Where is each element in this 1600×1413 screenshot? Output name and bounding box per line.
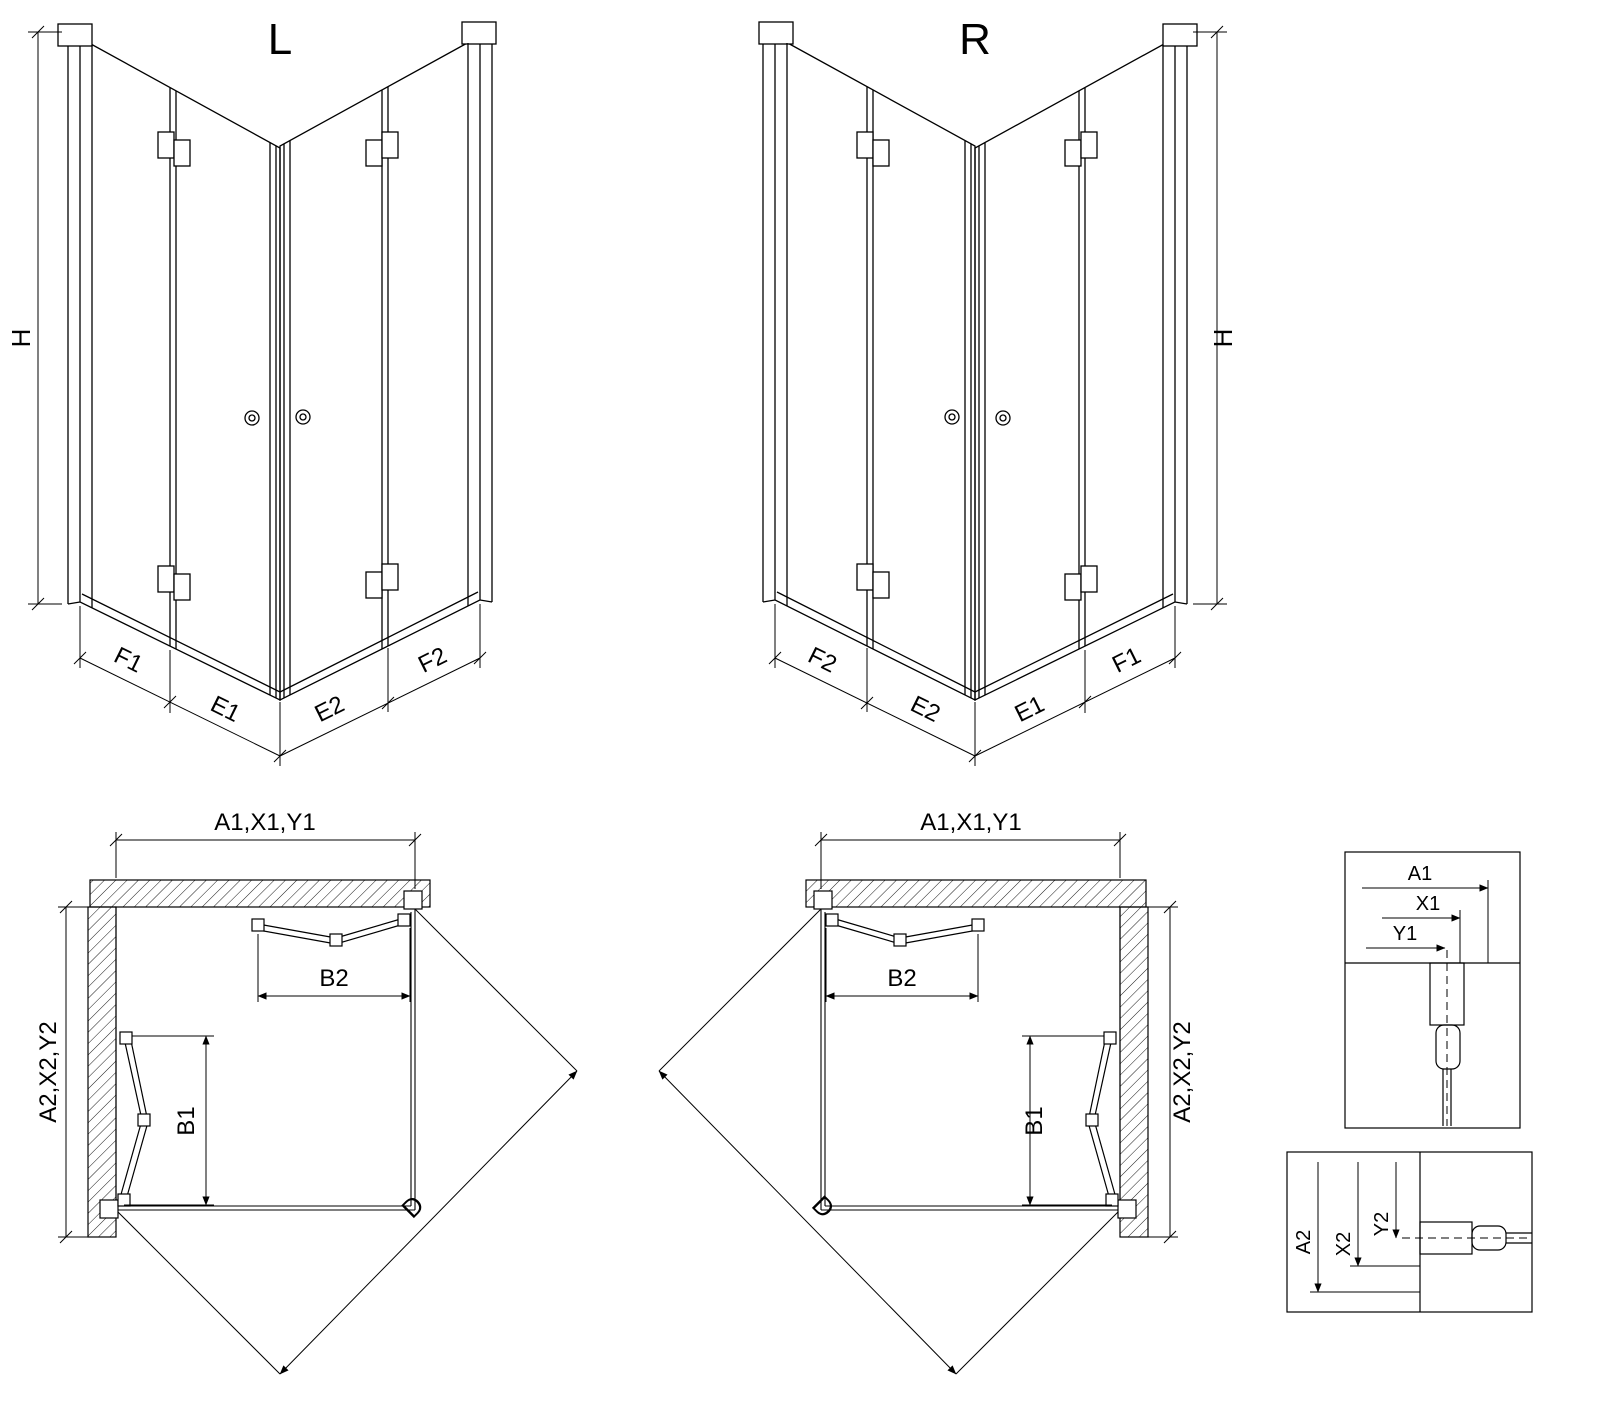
iso-left-dim-height: H (6, 25, 62, 611)
plan-right-dim-side: A2,X2,Y2 (1148, 900, 1196, 1244)
plan-left-dim-top: A1,X1,Y1 (109, 809, 422, 889)
iso-right-right-wall (974, 23, 1198, 702)
bifold-door-side (1085, 1031, 1119, 1207)
iso-left-right-wall (279, 21, 497, 702)
detail-profile-bottom: A2 X2 Y2 (1286, 1151, 1533, 1313)
detail-profile-top: A1 X1 Y1 (1344, 851, 1521, 1129)
tray-outline (115, 907, 416, 1211)
plan-view-right: A1,X1,Y1 A2,X2,Y2 B2 B1 D (658, 809, 1196, 1375)
dim-label-a1x1y1: A1,X1,Y1 (214, 809, 315, 836)
door-knob-left (944, 409, 960, 425)
detail-label-a1: A1 (1408, 863, 1432, 885)
wall-left (87, 906, 117, 1238)
hinge-top-left-2 (173, 139, 191, 167)
dim-label-f1: F1 (1108, 642, 1145, 679)
hinge-bottom-right-2 (1080, 565, 1098, 593)
corner-post-bottom-left (99, 1199, 119, 1219)
dim-label-f2: F2 (804, 642, 841, 679)
hinge-bottom-left-2 (173, 573, 191, 601)
dim-label-h-right: H (1208, 329, 1238, 348)
dim-label-b2: B2 (319, 965, 348, 992)
dim-label-f2: F2 (414, 642, 451, 679)
door-knob-right (995, 410, 1011, 426)
wall-top (805, 879, 1147, 908)
hinge-top-right-2 (1080, 131, 1098, 159)
door-knob-right (295, 409, 311, 425)
detail-label-x2: X2 (1333, 1232, 1355, 1256)
iso-right-left-wall (758, 21, 976, 702)
iso-right-dim-height: H (1193, 25, 1238, 611)
detail-label-x1: X1 (1416, 893, 1440, 915)
plan-right-dim-b1: B1 (1021, 1035, 1112, 1206)
plan-right-dim-top: A1,X1,Y1 (814, 809, 1127, 889)
iso-right-title: R (959, 15, 991, 64)
iso-view-right: R (758, 15, 1238, 766)
tray-outline (820, 907, 1121, 1211)
glass-clamp (1471, 1225, 1507, 1251)
dim-label-b1: B1 (173, 1106, 200, 1135)
dim-label-e2: E2 (906, 691, 944, 728)
hinge-bottom-right (1064, 573, 1082, 601)
bifold-door-side (117, 1031, 151, 1207)
dim-label-d: D (806, 1189, 840, 1223)
dim-label-h-left: H (6, 329, 36, 348)
corner-post-bottom-right (1117, 1199, 1137, 1219)
hinge-top-left-2 (872, 139, 890, 167)
bifold-door-top (251, 913, 411, 947)
wall-top (89, 879, 431, 908)
hinge-top-right (1064, 139, 1082, 167)
dim-label-f1: F1 (110, 642, 147, 679)
dim-label-a2x2y2: A2,X2,Y2 (35, 1021, 62, 1122)
dim-label-a2x2y2: A2,X2,Y2 (1169, 1021, 1196, 1122)
hinge-bottom-left-2 (872, 571, 890, 599)
hinge-bottom-left (856, 563, 874, 591)
detail-label-y1: Y1 (1393, 923, 1417, 945)
plan-left-dim-b1: B1 (124, 1035, 214, 1206)
hinge-bottom-right (365, 571, 383, 599)
hinge-top-left (157, 131, 175, 159)
plan-right-dim-b2: B2 (825, 928, 979, 1002)
iso-left-title: L (268, 15, 292, 64)
corner-post-top-right (403, 890, 423, 910)
hinge-top-right-2 (381, 131, 399, 159)
hinge-bottom-left (157, 565, 175, 593)
plan-left-dim-b2: B2 (257, 928, 411, 1002)
bifold-door-top (825, 913, 985, 947)
detail-label-a2: A2 (1293, 1230, 1315, 1254)
plan-view-left: A1,X1,Y1 A2,X2,Y2 B2 B1 (35, 809, 578, 1375)
iso-view-left: L (6, 15, 497, 766)
dim-label-e2: E2 (311, 691, 349, 728)
wall-right (1119, 906, 1149, 1238)
corner-post-top-left (813, 890, 833, 910)
glass-clamp (1435, 1024, 1461, 1070)
dim-label-d: D (395, 1189, 429, 1223)
hinge-bottom-right-2 (381, 563, 399, 591)
detail-label-y2: Y2 (1371, 1212, 1393, 1236)
hinge-top-left (856, 131, 874, 159)
plan-left-dim-side: A2,X2,Y2 (35, 900, 88, 1244)
dim-label-b1: B1 (1021, 1106, 1048, 1135)
plan-right-dim-d: D (658, 908, 1119, 1375)
iso-left-left-wall (57, 23, 281, 702)
door-knob-left (244, 410, 260, 426)
hinge-top-right (365, 139, 383, 167)
dim-label-a1x1y1: A1,X1,Y1 (920, 809, 1021, 836)
dim-label-b2: B2 (887, 965, 916, 992)
